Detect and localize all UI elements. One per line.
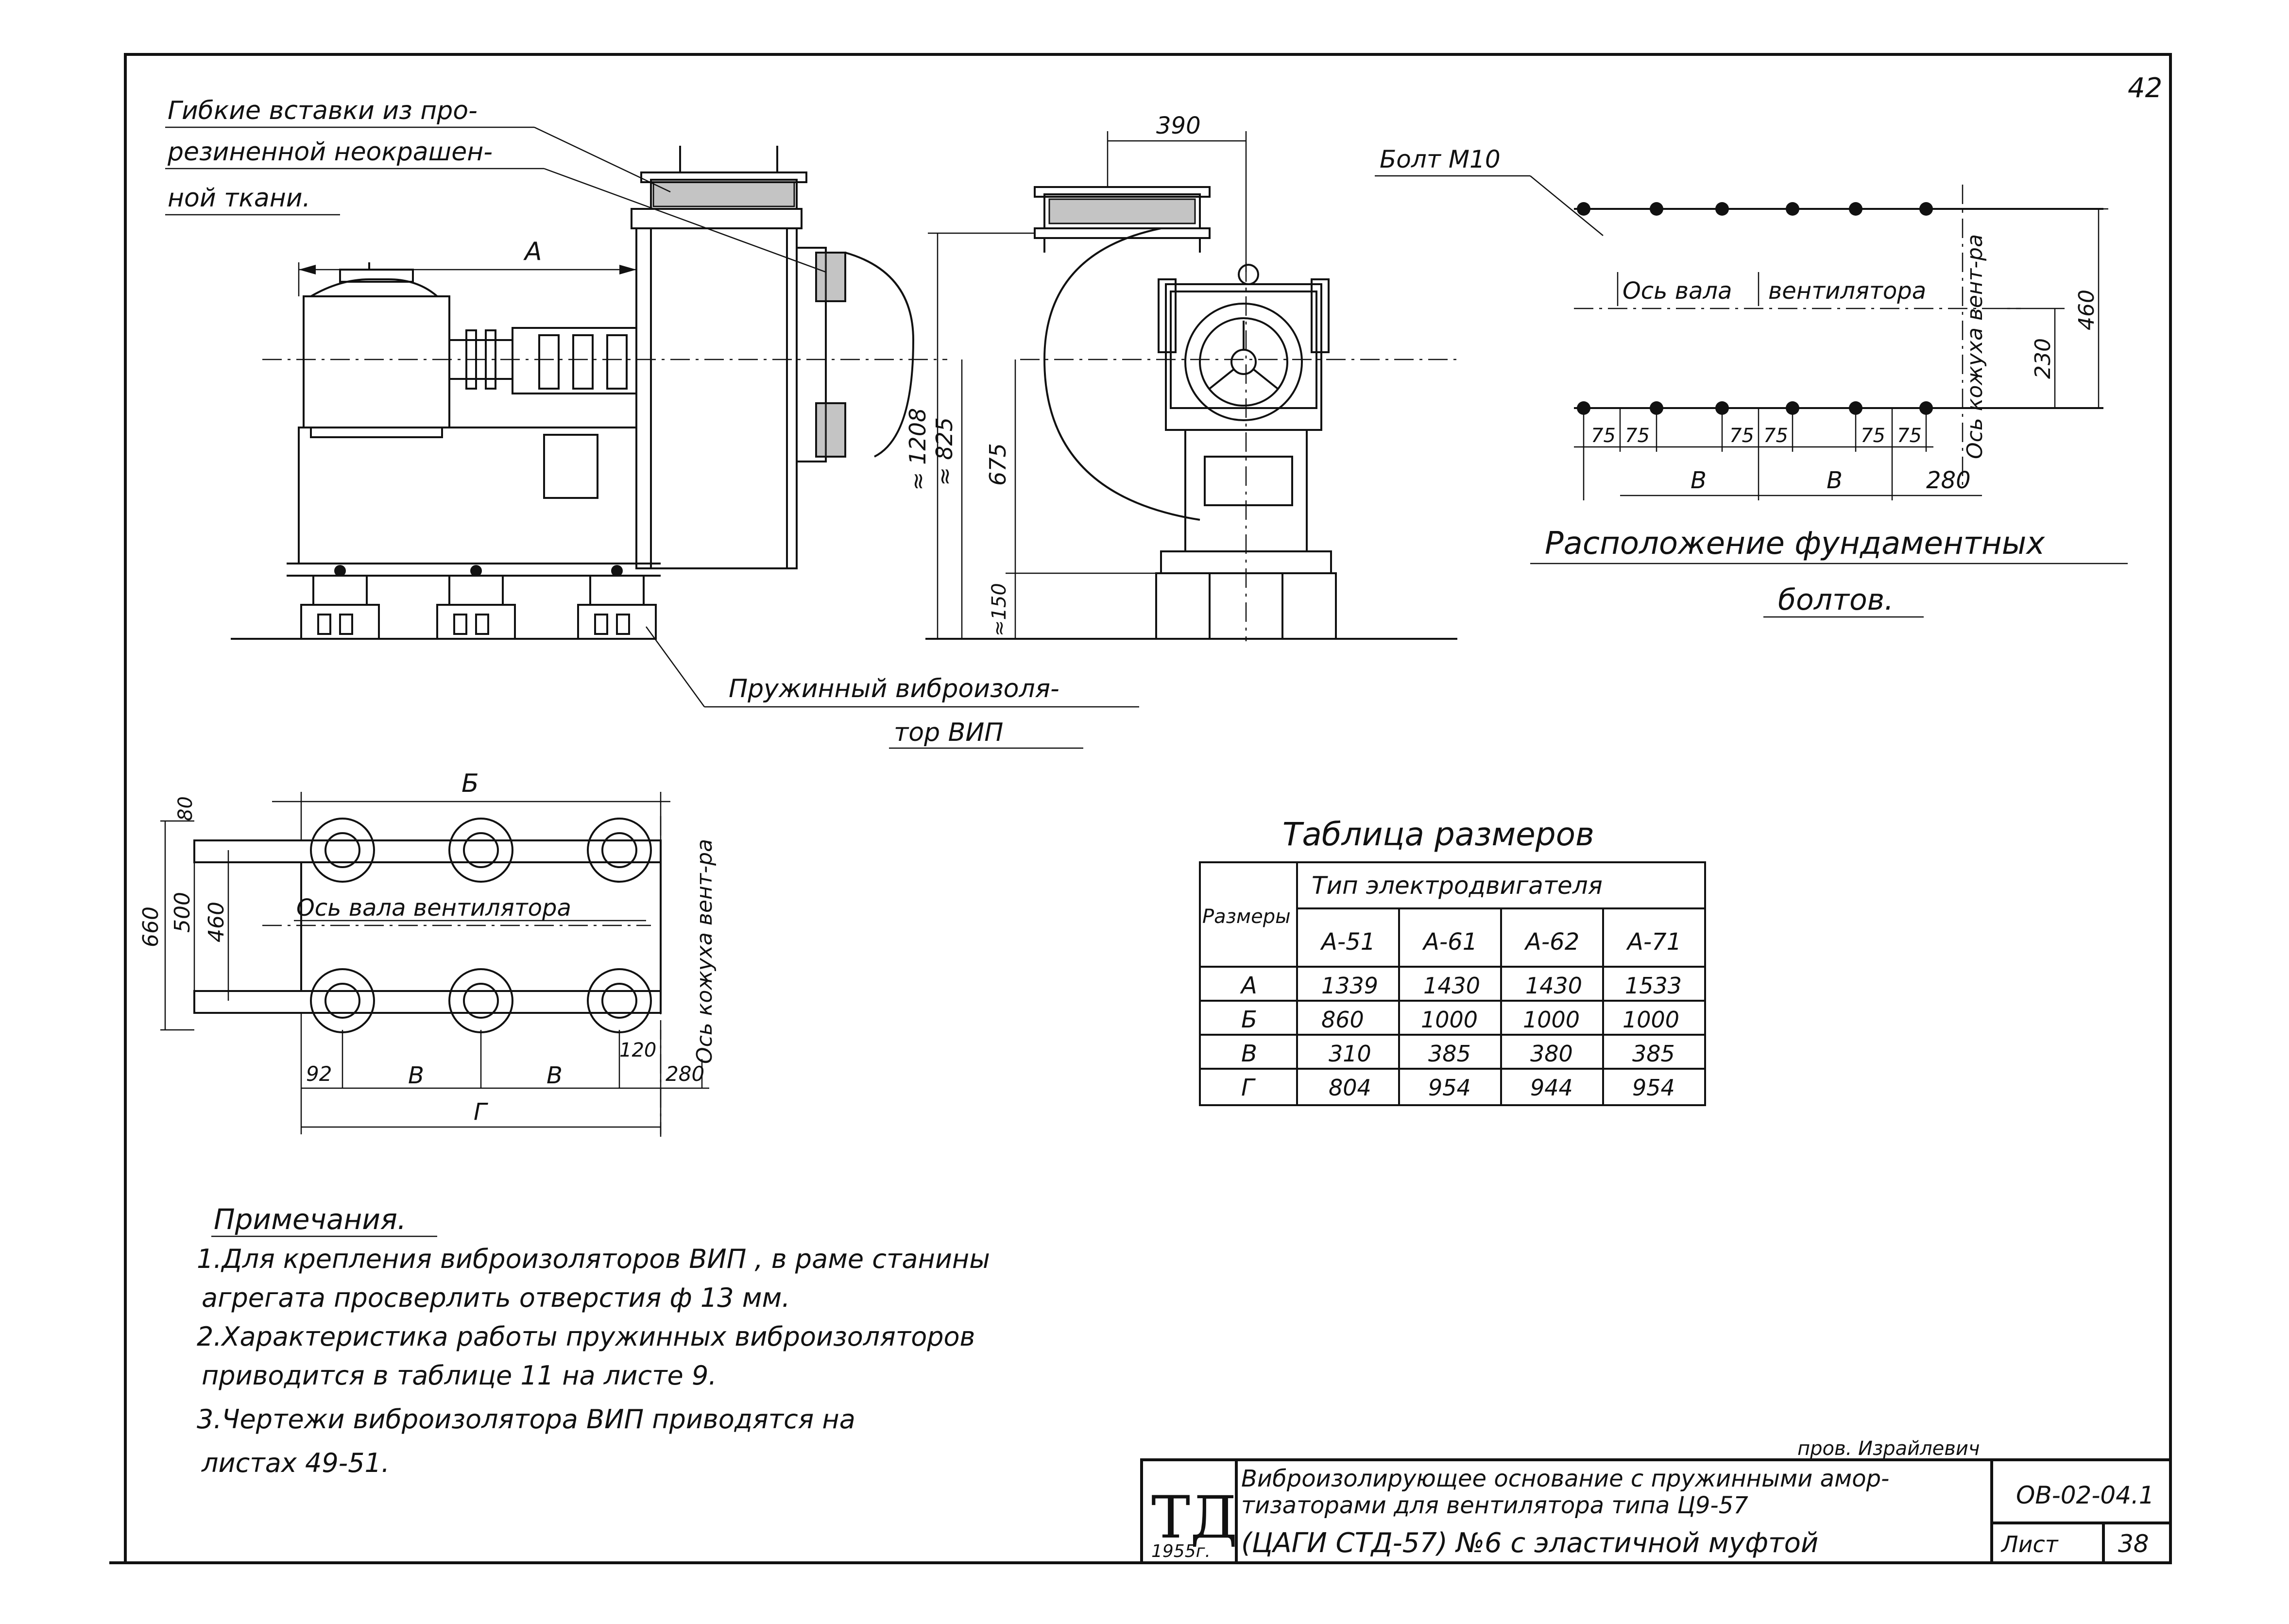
callout-isolator-line2: тор ВИП <box>894 718 1003 747</box>
base-dim-120: 120 <box>619 1039 656 1061</box>
dim-390: 390 <box>1156 112 1201 139</box>
callout-isolator-line1: Пружинный виброизоля- <box>729 674 1059 703</box>
base-dim-v: В <box>547 1062 563 1089</box>
bolt-dim-75: 75 <box>1729 425 1754 447</box>
table-cell: 380 <box>1530 1041 1573 1067</box>
bolt-dim-460: 460 <box>2074 290 2099 330</box>
table-cell: 860 <box>1321 1007 1364 1033</box>
sheet-label: Лист <box>2000 1531 2059 1557</box>
base-dim-v: В <box>408 1062 424 1089</box>
checked-note: пров. Израйлевич <box>1797 1437 1980 1460</box>
bolt-shaft-axis: Ось вала <box>1623 277 1732 305</box>
callout-flex-inserts-line1: Гибкие вставки из про- <box>168 96 478 125</box>
table-cell: 310 <box>1329 1041 1371 1067</box>
dim-a-label: А <box>523 237 542 266</box>
table-cell: 385 <box>1428 1041 1471 1067</box>
vibro-isolator <box>577 565 657 640</box>
table-cell: 944 <box>1530 1075 1573 1101</box>
bolt-dim-280: 280 <box>1926 467 1971 494</box>
note-line: приводится в таблице 11 на листе 9. <box>202 1360 717 1391</box>
base-dim-500: 500 <box>170 892 195 933</box>
side-view: А <box>231 146 947 640</box>
title-block: пров. Израйлевич ТД 1955г. Виброизолирую… <box>1140 1437 2172 1564</box>
bolt-dim-75: 75 <box>1897 425 1922 447</box>
callout-flex-inserts-line3: ной ткани. <box>168 184 310 213</box>
table-row-label: Г <box>1241 1074 1256 1101</box>
table-group-header: Тип электродвигателя <box>1312 872 1603 900</box>
callout-bolt: Болт М10 <box>1380 145 1501 173</box>
table-cell: 1533 <box>1625 973 1682 999</box>
base-shaft-axis: Ось вала вентилятора <box>296 894 571 922</box>
table-row-label: В <box>1241 1040 1257 1067</box>
title-line2: тизаторами для вентилятора типа Ц9-57 <box>1241 1492 1748 1519</box>
notes-heading: Примечания. <box>214 1203 406 1236</box>
bolt-dim-230: 230 <box>2031 338 2055 379</box>
note-line: 1.Для крепления виброизоляторов ВИП , в … <box>197 1244 990 1274</box>
table-cell: 804 <box>1329 1075 1371 1101</box>
sheet-number: 38 <box>2118 1530 2149 1558</box>
table-cell: 1430 <box>1525 973 1582 999</box>
base-dim-80: 80 <box>174 796 197 821</box>
callout-isolator: Пружинный виброизоля- тор ВИП <box>645 626 1139 749</box>
stamp-logo: ТД <box>1151 1484 1238 1552</box>
bolt-dim-75: 75 <box>1763 425 1788 447</box>
table-row-label: Б <box>1241 1006 1257 1033</box>
table-cell: 1430 <box>1423 973 1480 999</box>
note-line: агрегата просверлить отверстия ф 13 мм. <box>202 1282 790 1313</box>
stamp-year: 1955г. <box>1151 1541 1211 1561</box>
front-view: 390 ≈ 1208 ≈ 825 675 ≈150 <box>905 112 1457 641</box>
notes: Примечания. 1.Для крепления виброизолято… <box>197 1203 990 1478</box>
base-dim-g: Г <box>474 1098 488 1126</box>
page-number: 42 <box>2128 72 2162 104</box>
dimension-table: Таблица размеров Размеры Тип электродвиг… <box>1199 816 1706 1106</box>
table-caption: Таблица размеров <box>1282 816 1594 853</box>
note-line: 3.Чертежи виброизолятора ВИП приводятся … <box>197 1404 855 1435</box>
dim-825: ≈ 825 <box>931 417 957 486</box>
table-row-header: Размеры <box>1202 906 1291 928</box>
note-line: 2.Характеристика работы пружинных виброи… <box>197 1321 975 1352</box>
note-line: листах 49-51. <box>201 1448 390 1478</box>
bolt-dim-v: В <box>1691 467 1707 494</box>
base-dim-b: Б <box>461 769 479 798</box>
table-cell: 1000 <box>1523 1007 1580 1033</box>
base-casing-axis: Ось кожуха вент-ра <box>692 839 717 1064</box>
bolt-dim-75: 75 <box>1591 425 1616 447</box>
table-row-label: А <box>1240 972 1257 999</box>
table-cell: 1000 <box>1421 1007 1478 1033</box>
base-dim-92: 92 <box>306 1062 332 1086</box>
bolt-dim-75: 75 <box>1625 425 1650 447</box>
bolt-caption-line2: болтов. <box>1778 583 1894 617</box>
table-col-header: А-71 <box>1626 928 1681 956</box>
table-cell: 954 <box>1632 1075 1675 1101</box>
table-cell: 1000 <box>1623 1007 1679 1033</box>
table-cell: 385 <box>1632 1041 1675 1067</box>
bolt-dim-v: В <box>1827 467 1843 494</box>
bolt-layout: Болт М10 Ось вала вентилятора Ось кожуха… <box>1375 145 2128 618</box>
table-col-header: А-61 <box>1422 928 1477 956</box>
base-plan: Б Ось вала вентилятора Ось кожуха вент-р… <box>138 769 717 1137</box>
title-line3: (ЦАГИ СТД-57) №6 с эластичной муфтой <box>1241 1527 1818 1559</box>
base-dim-660: 660 <box>138 906 163 947</box>
dim-675: 675 <box>985 443 1011 486</box>
vibro-isolator <box>436 565 516 640</box>
base-dim-460: 460 <box>204 902 229 942</box>
bolt-casing-axis: Ось кожуха вент-ра <box>1963 234 1987 459</box>
callout-flex-inserts: Гибкие вставки из про- резиненной неокра… <box>165 96 826 273</box>
dim-1208: ≈ 1208 <box>905 408 931 491</box>
bolt-caption-line1: Расположение фундаментных <box>1545 526 2045 562</box>
bolt-shaft-axis-2: вентилятора <box>1768 277 1926 305</box>
table-col-header: А-62 <box>1524 928 1579 956</box>
table-col-header: А-51 <box>1320 928 1375 956</box>
table-cell: 954 <box>1428 1075 1471 1101</box>
dim-150: ≈150 <box>988 583 1010 636</box>
bolt-dim-75: 75 <box>1861 425 1885 447</box>
title-line1: Виброизолирующее основание с пружинными … <box>1241 1465 1889 1492</box>
doc-code: ОВ-02-04.1 <box>2016 1481 2154 1509</box>
vibro-isolator <box>300 565 380 640</box>
base-dim-280: 280 <box>666 1062 704 1086</box>
table-cell: 1339 <box>1321 973 1378 999</box>
callout-flex-inserts-line2: резиненной неокрашен- <box>167 137 493 167</box>
